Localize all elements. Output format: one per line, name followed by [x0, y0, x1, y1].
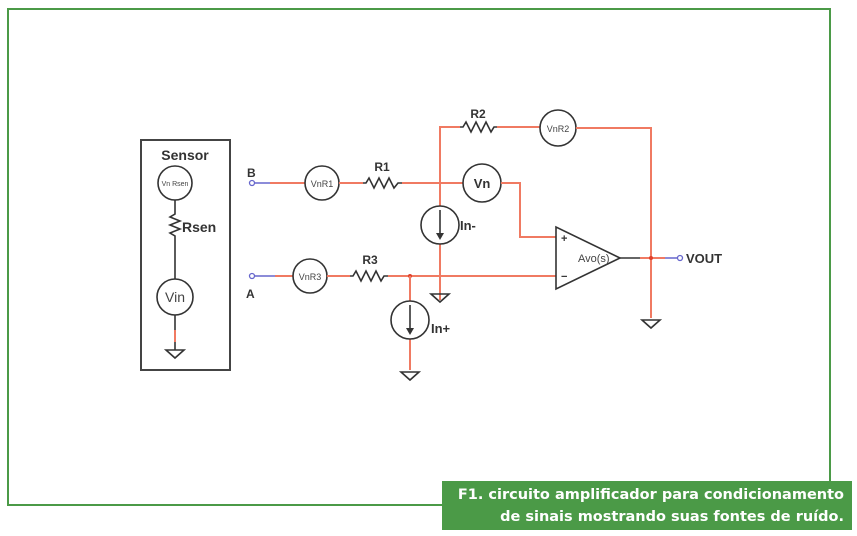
r3-label: R3	[362, 253, 378, 267]
ground-icon	[639, 319, 663, 330]
r1-resistor	[363, 176, 402, 190]
terminal-b-label: B	[247, 166, 256, 180]
vn-r1-label: VnR1	[311, 179, 334, 189]
terminal-a	[248, 272, 256, 280]
figure-caption: F1. circuito amplificador para condicion…	[442, 481, 852, 530]
vn-rsen-label: Vn Rsen	[162, 181, 189, 188]
terminal-vout	[676, 254, 684, 262]
ground-icon	[398, 371, 422, 382]
r2-resistor	[460, 120, 497, 134]
r1-label: R1	[374, 160, 390, 174]
terminal-a-label: A	[246, 287, 255, 301]
opamp-plus: +	[561, 233, 567, 245]
vn-r2-label: VnR2	[547, 124, 570, 134]
vout-label: VOUT	[686, 251, 722, 266]
rsen-resistor	[167, 210, 183, 280]
vn-rsen-source	[157, 165, 193, 201]
opamp	[555, 225, 622, 291]
in-minus-label: In-	[460, 218, 476, 233]
r2-label: R2	[470, 107, 486, 121]
vn-label: Vn	[474, 176, 491, 191]
in-plus-label: In+	[431, 321, 451, 336]
vin-label: Vin	[165, 289, 185, 305]
caption-line-2: de sinais mostrando suas fontes de ruído…	[500, 509, 844, 525]
figure-frame	[7, 8, 831, 506]
ground-icon	[428, 293, 452, 304]
caption-line-1: F1. circuito amplificador para condicion…	[457, 487, 844, 503]
rsen-label: Rsen	[182, 219, 216, 235]
terminal-b	[248, 179, 256, 187]
opamp-label: Avo(s)	[578, 253, 610, 265]
vn-r3-label: VnR3	[299, 272, 322, 282]
r3-resistor	[350, 269, 388, 283]
opamp-minus: −	[561, 271, 567, 283]
sensor-label: Sensor	[161, 147, 209, 163]
